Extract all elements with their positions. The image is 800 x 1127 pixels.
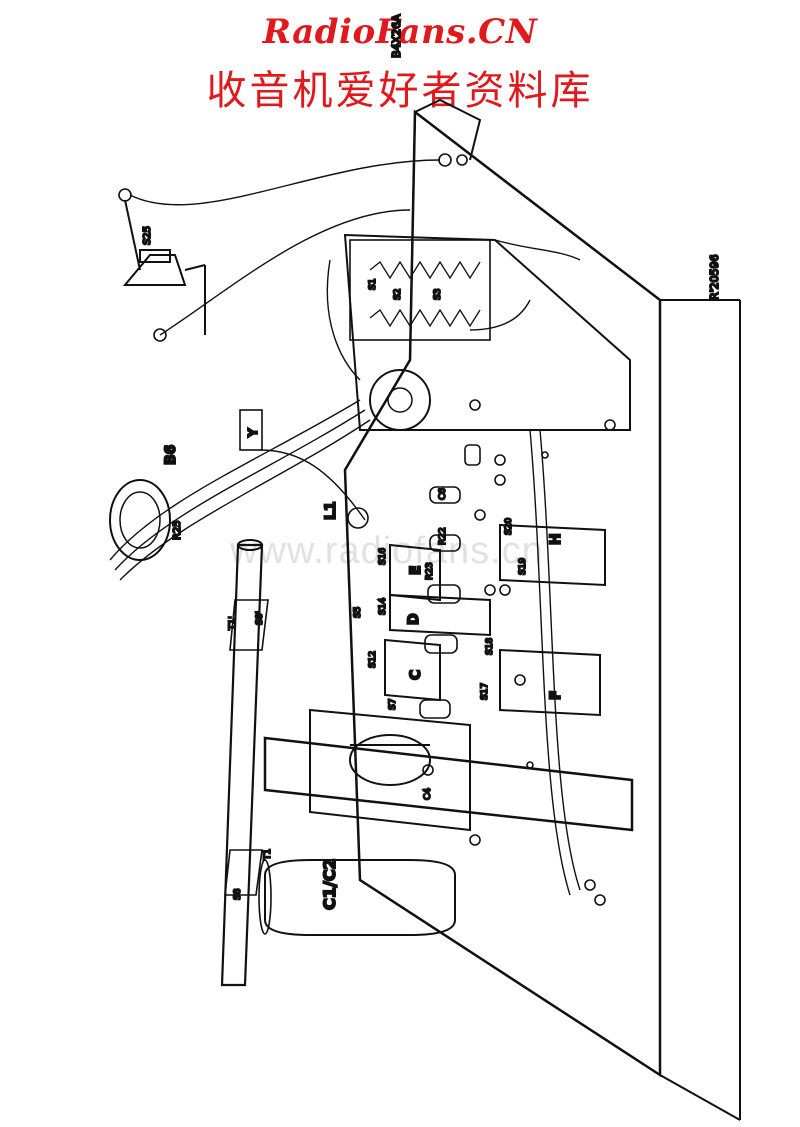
label-c1c2: C1/C2 [320, 858, 339, 910]
label-b6: B6 [163, 445, 179, 465]
label-s8-prime: S8' [255, 611, 265, 625]
label-s12: S12 [368, 651, 378, 668]
site-name: RadioFans.CN [262, 12, 538, 52]
label-s1: S1 [368, 279, 378, 290]
front-panel-bar [263, 736, 634, 832]
label-can-h: H [548, 533, 564, 545]
terminal-points [118, 153, 616, 906]
chassis-plate [343, 98, 741, 1121]
label-can-d: D [406, 613, 422, 625]
label-r23: R23 [425, 562, 435, 580]
label-can-e: E [408, 565, 424, 575]
site-subtitle: 收音机爱好者资料库 [206, 68, 594, 114]
label-s25: S25 [142, 226, 153, 245]
label-s14: S14 [378, 598, 388, 615]
label-s17: S17 [480, 683, 490, 700]
small-components [419, 444, 481, 719]
label-l1: L1 [323, 501, 339, 520]
label-y: Y [246, 428, 260, 438]
label-can-c: C [408, 670, 424, 680]
label-c6: C6 [438, 488, 448, 500]
label-s18: S18 [485, 638, 495, 655]
if-can-d [389, 593, 491, 637]
label-t1-prime: T1' [228, 616, 238, 631]
switch-panel [343, 233, 631, 431]
label-s8: S8 [233, 888, 243, 900]
if-can-f [499, 648, 601, 717]
electrolytic-capacitor [258, 859, 456, 936]
label-r25: R25 [172, 520, 183, 540]
model-code-label: B4X26A [390, 14, 403, 58]
if-can-h [499, 523, 606, 587]
label-r22: R22 [438, 527, 448, 545]
if-can-e [389, 543, 441, 602]
ferrite-rod-antenna [220, 539, 269, 987]
label-s2: S2 [393, 289, 403, 300]
label-s3: S3 [433, 289, 443, 300]
drawing-ref-label: R'20596 [708, 254, 721, 300]
y-terminal-box [239, 409, 263, 451]
label-s7: S7 [388, 699, 398, 710]
watermark-text: www.radiofans.cn [230, 530, 544, 572]
label-s5: S5 [353, 607, 363, 618]
wire-harness [109, 159, 581, 896]
variable-capacitor-box [309, 708, 471, 832]
label-s20: S20 [504, 518, 514, 535]
label-t1: T1 [263, 849, 273, 861]
label-s19: S19 [518, 558, 528, 575]
label-s16: S16 [378, 548, 388, 565]
loudspeaker [122, 199, 206, 335]
coil-b6 [109, 479, 171, 561]
label-c4: C4 [423, 788, 433, 800]
label-can-f: F [548, 690, 564, 700]
